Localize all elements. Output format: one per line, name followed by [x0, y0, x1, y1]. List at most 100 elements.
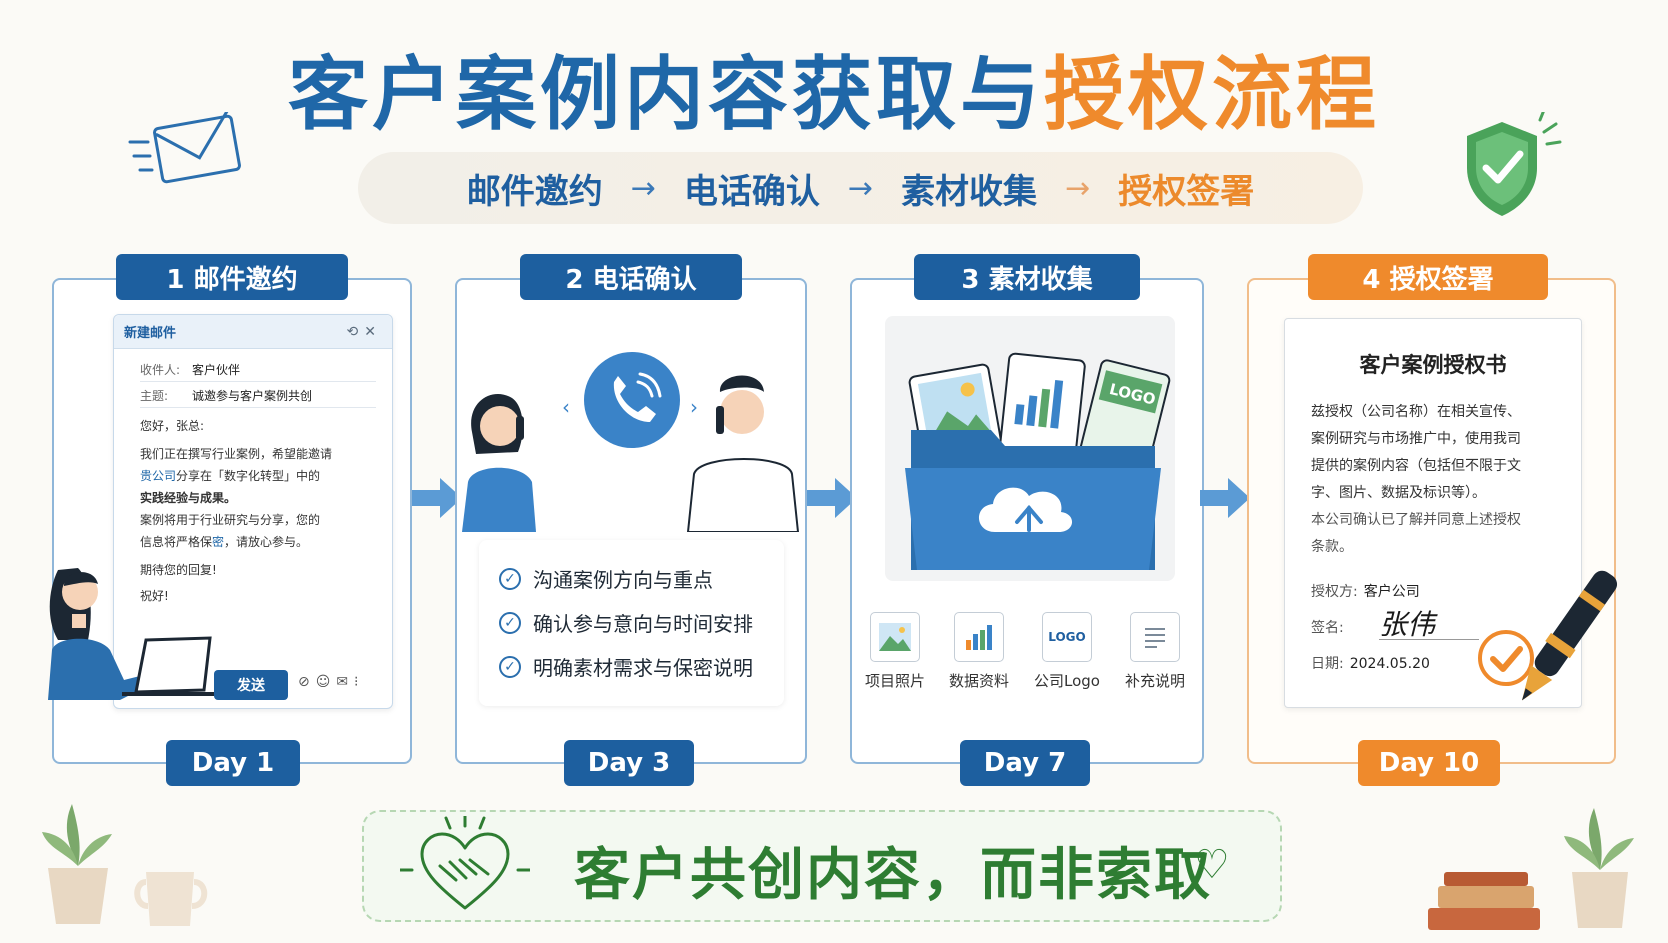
grantor-label: 授权方:: [1311, 584, 1358, 600]
document-title: 客户案例授权书: [1359, 353, 1507, 377]
email-line: 信息将严格保密，请放心参与。: [140, 531, 332, 553]
document-body: 兹授权（公司名称）在相关宣传、 案例研究与市场推广中，使用我司 提供的案例内容（…: [1311, 399, 1521, 561]
flow-arrow-icon: →: [1065, 170, 1091, 206]
date-label: 日期:: [1311, 656, 1344, 672]
potted-plant-icon: [1564, 808, 1634, 928]
title-part-orange: 授权流程: [1044, 47, 1380, 141]
bar-chart-icon: [954, 612, 1004, 662]
next-arrow-icon: [1200, 478, 1250, 518]
page-title: 客户案例内容获取与授权流程: [0, 30, 1668, 146]
flow-step-3: 素材收集: [901, 171, 1038, 212]
document-confirm-line: 本公司确认已了解并同意上述授权: [1311, 512, 1521, 528]
panel-1-tag: 1 邮件邀约: [116, 254, 348, 300]
email-subject-row[interactable]: 主题: 诚邀参与客户案例共创: [140, 387, 312, 404]
flow-step-4: 授权签署: [1118, 171, 1255, 212]
email-company-highlight: 贵公司: [140, 469, 177, 483]
email-toolbar-icons[interactable]: ⊘☺✉⁝: [298, 674, 365, 690]
window-controls-icon[interactable]: ⟲✕: [346, 323, 382, 340]
check-icon: ✓: [499, 655, 521, 678]
material-item-logo[interactable]: LOGO 公司Logo: [1027, 612, 1107, 691]
document-line: 字、图片、数据及标识等）。: [1311, 485, 1486, 501]
day-badge-3: Day 3: [564, 740, 694, 786]
slogan-text: 客户共创内容，而非索取: [574, 842, 1212, 908]
grantor-row: 授权方: 客户公司: [1311, 581, 1420, 601]
date-row: 日期: 2024.05.20: [1311, 653, 1430, 673]
document-confirm-line: 条款。: [1311, 539, 1353, 555]
handwritten-signature: 张伟: [1379, 608, 1436, 641]
material-label: 公司Logo: [1034, 672, 1100, 690]
checklist-text: 确认参与意向与时间安排: [533, 612, 753, 636]
material-label: 补充说明: [1124, 672, 1185, 690]
heart-icon: ♡: [1194, 842, 1230, 888]
email-line: 实践经验与成果。: [140, 487, 332, 509]
email-to-label: 收件人:: [140, 363, 181, 377]
email-line-part: ，请放心参与。: [224, 535, 309, 549]
approved-check-icon: [1478, 630, 1534, 686]
flow-step-1: 邮件邀约: [466, 171, 603, 212]
title-part-blue: 客户案例内容获取与: [288, 47, 1044, 141]
email-to-row[interactable]: 收件人: 客户伙伴: [140, 361, 240, 378]
authorization-document: 客户案例授权书 兹授权（公司名称）在相关宣传、 案例研究与市场推广中，使用我司 …: [1284, 318, 1582, 708]
flow-step-2: 电话确认: [683, 171, 820, 212]
email-closing: 祝好!: [140, 589, 169, 603]
email-greeting: 您好，张总:: [140, 419, 205, 433]
pen-icon: [1521, 570, 1618, 701]
folder-upload-illustration: LOGO: [905, 352, 1171, 570]
material-label: 数据资料: [948, 672, 1009, 690]
document-line: 提供的案例内容（包括但不限于文: [1311, 458, 1521, 474]
handshake-heart-icon: [400, 816, 530, 910]
divider: [140, 381, 376, 382]
document-line: 案例研究与市场推广中，使用我司: [1311, 431, 1521, 447]
potted-plant-icon: [42, 804, 112, 924]
material-item-data[interactable]: 数据资料: [939, 612, 1019, 691]
grantor-value: 客户公司: [1363, 584, 1420, 600]
checklist-text: 明确素材需求与保密说明: [533, 656, 753, 680]
svg-text:‹: ‹: [562, 395, 570, 419]
email-line-part: 信息将严格保: [140, 535, 213, 549]
day-badge-10: Day 10: [1358, 740, 1500, 786]
email-header: 新建邮件 ⟲✕: [114, 315, 392, 349]
photo-icon: [870, 612, 920, 662]
email-body[interactable]: 您好，张总: 我们正在撰写行业案例，希望能邀请 贵公司分享在「数字化转型」中的 …: [140, 415, 332, 607]
check-icon: ✓: [499, 567, 521, 590]
email-to-value: 客户伙伴: [192, 363, 241, 377]
flow-steps-bar: 邮件邀约 → 电话确认 → 素材收集 → 授权签署: [358, 152, 1363, 224]
material-item-photos[interactable]: 项目照片: [855, 612, 935, 691]
panel-3-tag: 3 素材收集: [914, 254, 1140, 300]
shield-check-icon: [1467, 112, 1562, 216]
signature-line: [1379, 639, 1479, 640]
email-window-title: 新建邮件: [124, 326, 177, 341]
flow-arrow-icon: →: [630, 170, 656, 206]
day-badge-1: Day 1: [166, 740, 300, 786]
email-line: 案例将用于行业研究与分享，您的: [140, 513, 321, 527]
checklist-item: ✓ 确认参与意向与时间安排: [499, 608, 753, 637]
next-arrow-icon: [412, 478, 462, 518]
signature-label: 签名:: [1311, 620, 1344, 636]
panel-2-tag: 2 电话确认: [520, 254, 742, 300]
document-line: 兹授权（公司名称）在相关宣传、: [1311, 404, 1521, 420]
panel-4-tag: 4 授权签署: [1308, 254, 1548, 300]
email-line: 我们正在撰写行业案例，希望能邀请: [140, 447, 333, 461]
day-badge-7: Day 7: [960, 740, 1090, 786]
books-icon: [1428, 872, 1540, 930]
email-closing: 期待您的回复!: [140, 563, 217, 577]
document-icon: [1130, 612, 1180, 662]
phone-checklist-card: ✓沟通案例方向与重点 ✓ 确认参与意向与时间安排 ✓ 明确素材需求与保密说明: [479, 540, 784, 706]
svg-text:›: ›: [690, 395, 698, 419]
email-compose-window: 新建邮件 ⟲✕ 收件人: 客户伙伴 主题: 诚邀参与客户案例共创 您好，张总: 我们…: [113, 314, 393, 709]
slogan-banner: 客户共创内容，而非索取 ♡: [362, 810, 1282, 922]
envelope-icon: [128, 112, 241, 184]
send-button[interactable]: 发送: [214, 670, 288, 700]
phone-call-illustration: ‹ ›: [462, 352, 800, 532]
check-icon: ✓: [499, 611, 521, 634]
email-subject-label: 主题:: [140, 389, 169, 403]
date-value: 2024.05.20: [1349, 656, 1430, 672]
next-arrow-icon: [807, 478, 857, 518]
divider: [140, 407, 376, 408]
email-subject-value: 诚邀参与客户案例共创: [192, 389, 313, 403]
checklist-item: ✓沟通案例方向与重点: [499, 564, 713, 593]
email-line: 贵公司分享在「数字化转型」中的: [140, 465, 332, 487]
material-item-notes[interactable]: 补充说明: [1115, 612, 1195, 691]
woman-laptop-illustration: [48, 568, 214, 700]
email-line-rest: 分享在「数字化转型」中的: [176, 469, 321, 483]
